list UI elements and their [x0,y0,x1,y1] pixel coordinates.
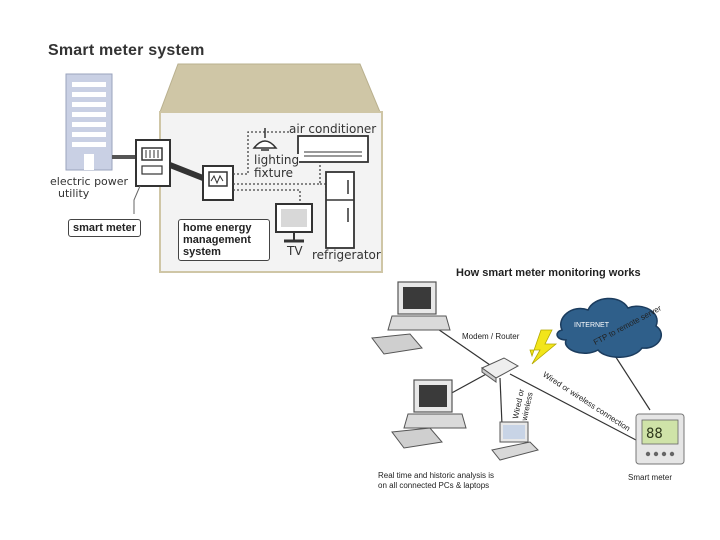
tv-label: TV [287,244,303,258]
hems-label-line3: system [183,246,221,259]
lightning-icon [529,329,558,365]
router-meter-line [509,373,637,441]
desktop-pc-1-icon [371,281,451,355]
tv-icon [275,203,313,243]
pc1-router-line [431,324,491,366]
analysis-label: Real time and historic analysis is on al… [378,471,494,490]
internet-label: INTERNET [574,322,609,329]
hems-unit-icon [202,165,234,201]
hems-label: home energy management system [178,219,270,262]
analysis-label-line1: Real time and historic analysis is [378,471,495,480]
lighting-label-line2: fixture [254,165,294,180]
smart-meter-label: smart meter [68,219,141,238]
utility-label-line2: utility [58,186,90,200]
hems-label-line1: home energy [183,222,252,234]
utility-label-line1: electric power [50,175,129,188]
air-conditioner-icon [297,135,369,163]
cloud-meter-line [609,347,651,411]
desktop-pc-2-icon [391,379,467,449]
internet-cloud-icon [556,297,662,358]
utility-building-icon [65,73,113,171]
hems-label-line2: management [183,234,251,247]
svg-text:88: 88 [646,426,663,442]
router-icon [481,357,520,383]
lighting-fixture-icon [252,128,278,151]
utility-label: electric power utility [50,176,140,199]
lighting-label-line1: lighting [254,153,300,167]
refrigerator-icon [325,171,355,249]
analysis-label-line2: on all connected PCs & laptops [378,480,490,490]
modem-router-label: Modem / Router [462,332,520,341]
smart-meter-icon [135,139,171,187]
diagram2-title: How smart meter monitoring works [456,267,641,279]
pc2-router-line [447,371,491,396]
meter-to-hems-cable [168,162,210,183]
laptop-router-line [499,377,503,426]
air-conditioner-label: air conditioner [289,122,377,136]
refrigerator-label: refrigerator [312,248,381,262]
diagram1-title: Smart meter system [48,42,205,59]
smart-meter-device-icon: 88 [635,413,685,465]
smart-meter-device-label: Smart meter [628,473,673,482]
laptop-icon [491,421,539,461]
lighting-label: lighting fixture [254,153,300,180]
